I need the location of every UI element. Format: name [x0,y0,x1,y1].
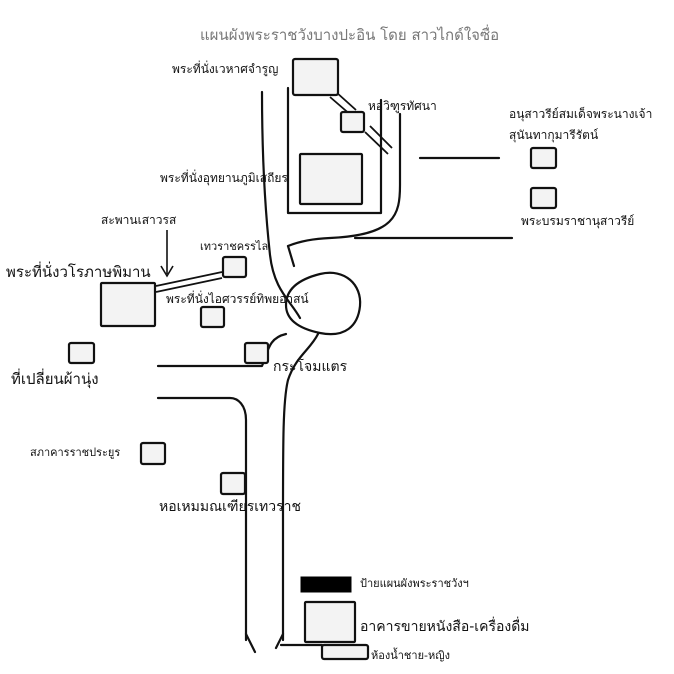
label-ho-withun: หอวิฑูรทัศนา [368,99,437,114]
label-uthayan: พระที่นั่งอุทยานภูมิเสถียร [160,169,288,186]
bridge-saowarot-b [155,277,223,293]
label-anusawari-line1: อนุสาวรีย์สมเด็จพระนางเจ้า [509,106,652,122]
bldg-ho-hem[interactable] [219,471,247,496]
bridge-line-d [369,125,393,149]
arrow-head [160,265,174,278]
label-akhan-khai: อาคารขายหนังสือ-เครื่องดื่ม [360,617,530,635]
entrance-right [274,632,285,650]
label-warophat: พระที่นั่งวโรภาษพิมาน [6,261,151,281]
bldg-thewarat[interactable] [221,255,248,279]
label-saphan-saowarot: สะพานเสาวรส [101,213,177,227]
bldg-aisawan[interactable] [199,305,226,329]
label-sapha-khan: สภาคารราชประยูร [30,446,120,459]
label-phra-borom: พระบรมราชานุสาวรีย์ [521,214,634,229]
label-ho-hem: หอเหมมณเฑียรเทวราช [159,499,301,515]
bldg-uthayan[interactable] [298,152,364,206]
bldg-akhan-khai[interactable] [303,600,357,644]
bldg-krachom-tae[interactable] [243,341,270,365]
entrance-left [244,632,257,654]
labels: พระที่นั่งเวหาศจำรูญ หอวิฑูรทัศนา อนุสาว… [6,60,652,662]
bldg-waehat[interactable] [291,57,340,97]
label-anusawari-line2: สุนันทากุมารีรัตน์ [509,128,598,143]
road-left-vertical [260,90,302,320]
bldg-sapha-khan[interactable] [139,441,167,466]
label-thi-plian: ที่เปลี่ยนผ้านุ่ง [11,368,99,389]
bldg-anusawari-sunanta[interactable] [529,146,558,170]
bridge-line-b [335,91,357,111]
buildings [67,57,558,661]
bldg-thi-plian[interactable] [67,341,96,365]
label-pai-phaen-phang: ป้ายแผนผังพระราชวังฯ [360,577,469,590]
bridge-line-c [364,131,389,155]
label-hong-nam: ห้องน้ำชาย-หญิง [371,647,450,662]
label-krachom-tae: กระโจมแตร [273,358,348,375]
map-title: แผนผังพระราชวังบางปะอิน โดย สาวไกด์ใจซื่… [200,24,499,44]
bldg-hong-nam[interactable] [320,643,370,661]
bldg-map-sign [300,576,352,593]
bldg-ho-withun[interactable] [339,110,366,134]
roundabout [284,271,362,336]
bridge-saowarot-a [155,271,223,287]
road-east-curve [286,112,402,248]
road-west-down [156,396,248,642]
road-roundabout-north-west [286,244,296,268]
road-roundabout-south [281,332,320,642]
bldg-phra-borom[interactable] [529,186,558,210]
label-waehat: พระที่นั่งเวหาศจำรูญ [172,60,278,77]
bldg-warophat[interactable] [99,281,157,328]
label-thewarat: เทวราชครรไล [200,240,268,253]
road-upper-rect-left [286,86,383,215]
label-aisawan: พระที่นั่งไอศวรรย์ทิพยอาสน์ [166,290,309,306]
